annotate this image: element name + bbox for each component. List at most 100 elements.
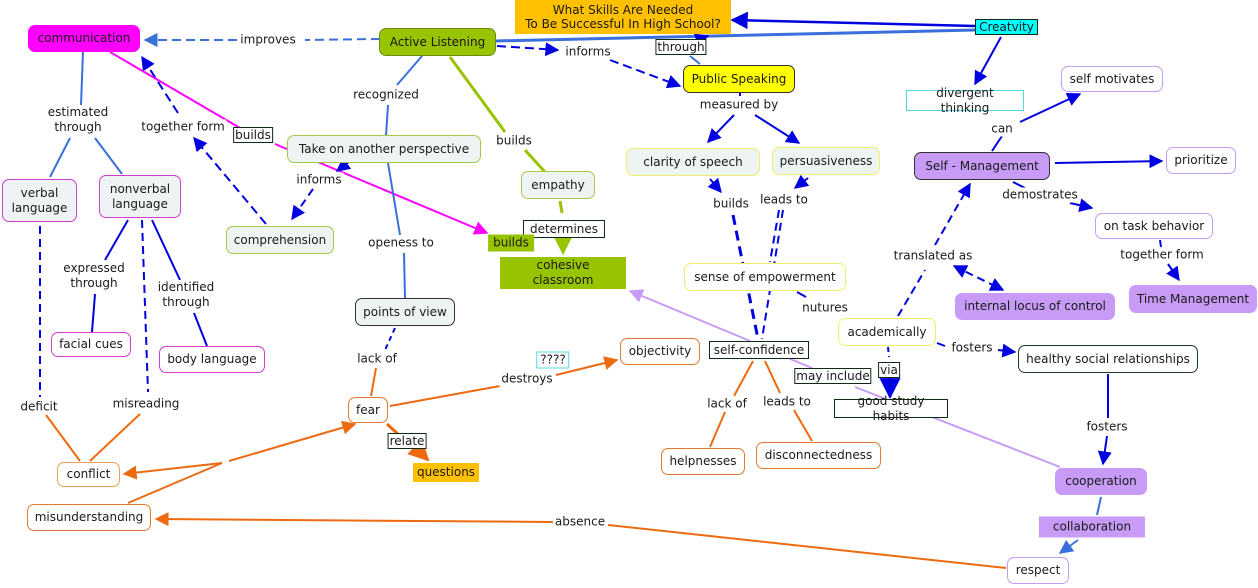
link-points-lackof	[384, 327, 396, 351]
time-management-node[interactable]: Time Management	[1129, 285, 1257, 313]
link-selfconf-lackof	[733, 360, 754, 397]
link-together-form-communication	[141, 55, 179, 114]
link-cooperation-collab	[1096, 496, 1102, 516]
on-task-behavior-node[interactable]: on task behavior	[1095, 213, 1213, 239]
respect-node[interactable]: respect	[1007, 557, 1069, 584]
link-comprehension-together-form	[193, 136, 267, 225]
link-label-collaboration: collaboration	[1038, 516, 1146, 538]
comprehension-node[interactable]: comprehension	[226, 226, 334, 254]
link-label-absence: absence	[552, 514, 608, 530]
objectivity-node[interactable]: objectivity	[620, 338, 700, 365]
link-together-time	[1166, 263, 1180, 282]
link-expressed-facial	[91, 293, 96, 333]
link-selfconf-may-include	[787, 357, 813, 369]
self-motivates-node[interactable]: self motivates	[1061, 66, 1163, 92]
link-sm-can	[991, 135, 1003, 152]
link-label-informs-2: informs	[294, 172, 344, 188]
helpnesses-node[interactable]: helpnesses	[661, 448, 745, 475]
link-comm-estimated	[80, 51, 84, 106]
link-empathy-determines	[558, 200, 564, 214]
facial-cues-node[interactable]: facial cues	[51, 332, 131, 357]
link-lackof-helpnesses	[709, 411, 726, 448]
link-respect-absence	[607, 524, 1007, 569]
link-label-misreading: misreading	[110, 396, 182, 412]
internal-locus-node[interactable]: internal locus of control	[955, 293, 1115, 320]
link-comm-builds	[109, 51, 241, 129]
link-label-openess-to: openess to	[366, 235, 436, 251]
public-speaking-node[interactable]: Public Speaking	[683, 65, 795, 93]
link-label-recognized: recognized	[351, 87, 421, 103]
link-demostrates-ontask	[1069, 198, 1094, 213]
link-label-determines: determines	[522, 220, 606, 238]
link-builds-empathy	[523, 148, 547, 174]
link-al-recognized	[396, 55, 423, 86]
healthy-social-relationships-node[interactable]: healthy social relationships	[1018, 345, 1198, 373]
prioritize-node[interactable]: prioritize	[1166, 147, 1236, 174]
link-deficit-conflict	[45, 414, 81, 462]
link-sm-prioritize	[1054, 154, 1164, 169]
take-perspective-node[interactable]: Take on another perspective	[287, 135, 481, 163]
link-nonverbal-identified	[151, 219, 181, 281]
link-al-informs	[496, 42, 560, 57]
link-leads-selfconf-2	[769, 209, 780, 263]
link-destroys-objectivity	[555, 356, 619, 376]
self-confidence-node[interactable]: self-confidence	[709, 341, 809, 359]
link-label-informs: informs	[563, 44, 613, 60]
link-can-motivates	[1019, 92, 1082, 123]
link-junction-conflict	[122, 462, 223, 480]
divergent-thinking-node[interactable]: divergent thinking	[906, 86, 1024, 115]
link-misreading-conflict	[89, 413, 141, 462]
link-academically-translated	[897, 269, 926, 317]
link-label-estimated-through: estimated through	[45, 105, 111, 135]
verbal-language-node[interactable]: verbal language	[2, 179, 77, 222]
link-identified-body	[193, 312, 208, 347]
link-fosters-healthy	[997, 343, 1017, 358]
self-management-node[interactable]: Self - Management	[914, 152, 1050, 180]
link-creativity-title	[730, 11, 976, 30]
link-selfconf-cohesive	[628, 289, 751, 342]
link-label-can: can	[989, 121, 1015, 137]
title-node[interactable]: What Skills Are Needed To Be Successful …	[515, 0, 731, 34]
link-openess-points	[403, 252, 406, 299]
link-label-builds-boxed: builds	[233, 127, 273, 143]
conflict-node[interactable]: conflict	[57, 462, 120, 487]
clarity-of-speech-node[interactable]: clarity of speech	[626, 148, 760, 176]
link-fear-destroys	[389, 385, 501, 407]
link-label-builds-green: builds	[494, 133, 534, 149]
link-recognized-perspective	[385, 104, 389, 137]
empathy-node[interactable]: empathy	[521, 171, 595, 199]
misunderstanding-node[interactable]: misunderstanding	[27, 504, 151, 531]
link-label-leads-to-2: leads to	[761, 394, 813, 410]
link-selfconf-leadsto	[764, 360, 781, 394]
link-label-identified-through: identified through	[155, 280, 217, 310]
link-collab-respect	[1058, 539, 1079, 554]
cohesive-classroom-node[interactable]: cohesive classroom	[500, 257, 626, 289]
disconnectedness-node[interactable]: disconnectedness	[756, 442, 881, 469]
sense-of-empowerment-node[interactable]: sense of empowerment	[684, 263, 846, 291]
link-label-translated-as: translated as	[891, 248, 975, 264]
link-creativity-active-listening	[494, 28, 976, 43]
link-relate-questions	[407, 439, 430, 462]
link-label-lack-of-2: lack of	[705, 396, 749, 412]
active-listening-node[interactable]: Active Listening	[379, 28, 496, 56]
link-label-question-marks: ????	[536, 351, 570, 369]
nonverbal-language-node[interactable]: nonverbal language	[99, 175, 181, 218]
link-label-improves: improves	[238, 32, 298, 48]
questions-node[interactable]: questions	[413, 463, 479, 482]
cooperation-node[interactable]: cooperation	[1055, 468, 1147, 495]
creativity-node[interactable]: Creatvity	[975, 19, 1038, 35]
link-nonverbal-expressed	[104, 219, 129, 261]
good-study-habits-node[interactable]: good study habits	[834, 394, 948, 423]
persuasiveness-node[interactable]: persuasiveness	[772, 147, 880, 175]
points-of-view-node[interactable]: points of view	[355, 298, 455, 326]
link-informs-comprehension	[291, 188, 314, 221]
link-lackof-fear	[370, 367, 377, 397]
body-language-node[interactable]: body language	[159, 346, 265, 373]
link-empowerment-nutures	[796, 291, 807, 298]
link-label-expressed-through: expressed through	[61, 261, 127, 291]
link-label-leads-to: leads to	[758, 192, 810, 208]
fear-node[interactable]: fear	[348, 397, 388, 423]
link-label-may-include: may include	[794, 368, 872, 384]
communication-node[interactable]: communication	[28, 25, 140, 52]
academically-node[interactable]: academically	[838, 318, 936, 346]
